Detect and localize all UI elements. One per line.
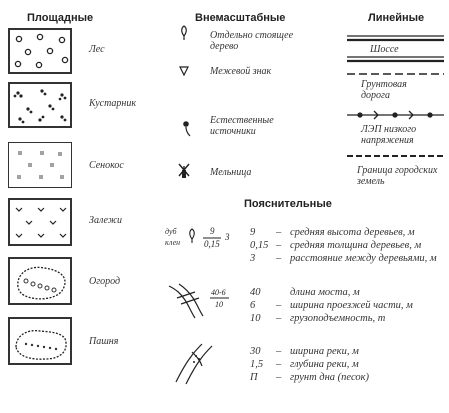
fallow-checks-icon [15,207,67,238]
bridge-fraction-bottom: 10 [215,300,223,309]
bridge-river-icon [168,283,229,319]
tree-label: Отдельно стоящее дерево [210,30,294,52]
spring-icon [183,121,191,137]
river-row-3: П–грунт дна (песок) [250,372,370,383]
shrub-dots-icon [13,89,67,124]
river-icon [175,343,213,385]
boundary-triangle-icon [179,66,189,77]
tree-spacing-value: 3 [225,232,230,242]
forest-area-box [8,28,72,74]
garden-label: Огород [89,276,121,287]
header-area-signs: Площадные [27,12,94,24]
tree-row-2: 0,15–средняя толщина деревьев, м [250,240,422,251]
forest-circles-icon [14,33,69,69]
tree-row-3: 3–расстояние между деревьями, м [250,253,437,264]
tree-species-top: дуб [165,227,177,236]
windmill-icon [178,163,190,178]
bridge-explanatory-symbol: 40-6 10 [165,278,245,320]
bridge-fraction-top: 40-6 [211,288,226,297]
fallow-label: Залежи [89,215,123,226]
bridge-row-3: 10–грузоподъемность, т [250,313,386,324]
tree-explanatory-symbol: дуб клен 9 0,15 3 [165,224,245,254]
tree-symbol-icon [189,228,221,243]
city-border-label: Граница городских земель [357,165,438,187]
tree-row-1: 9–средняя высота деревьев, м [250,227,415,238]
boundary-label: Межевой знак [210,66,272,77]
power-line-label: ЛЭП низкого напряжения [361,124,417,146]
tree-thickness-value: 0,15 [204,239,220,249]
power-line-icon [347,110,444,120]
hay-ticks-icon [17,151,64,179]
highway-label: Шоссе [370,44,399,55]
fallow-area-box [8,198,72,246]
tree-species-bottom: клен [165,238,181,247]
shrub-label: Кустарник [89,98,137,109]
shrub-area-box [8,82,72,128]
arable-label: Пашня [89,336,119,347]
river-row-1: 30–ширина реки, м [250,346,359,357]
bridge-row-2: 6–ширина проезжей части, м [250,300,413,311]
tree-icon [181,25,187,40]
forest-label: Лес [89,44,105,55]
spring-label: Естественные источники [210,115,274,137]
garden-outline-icon [17,266,66,300]
header-explanatory-signs: Пояснительные [244,198,332,210]
arable-outline-icon [15,329,67,360]
dirt-road-label: Грунтовая дорога [361,79,407,101]
header-linear-signs: Линейные [368,12,425,24]
windmill-label: Мельница [210,167,252,178]
tree-height-value: 9 [210,226,215,236]
garden-area-box [8,257,72,305]
arable-area-box [8,317,72,365]
hay-area-box [8,142,72,188]
river-explanatory-symbol [172,338,232,388]
header-offscale-signs: Внемасштабные [195,12,286,24]
river-row-2: 1,5–глубина реки, м [250,359,359,370]
hay-label: Сенокос [89,160,124,171]
